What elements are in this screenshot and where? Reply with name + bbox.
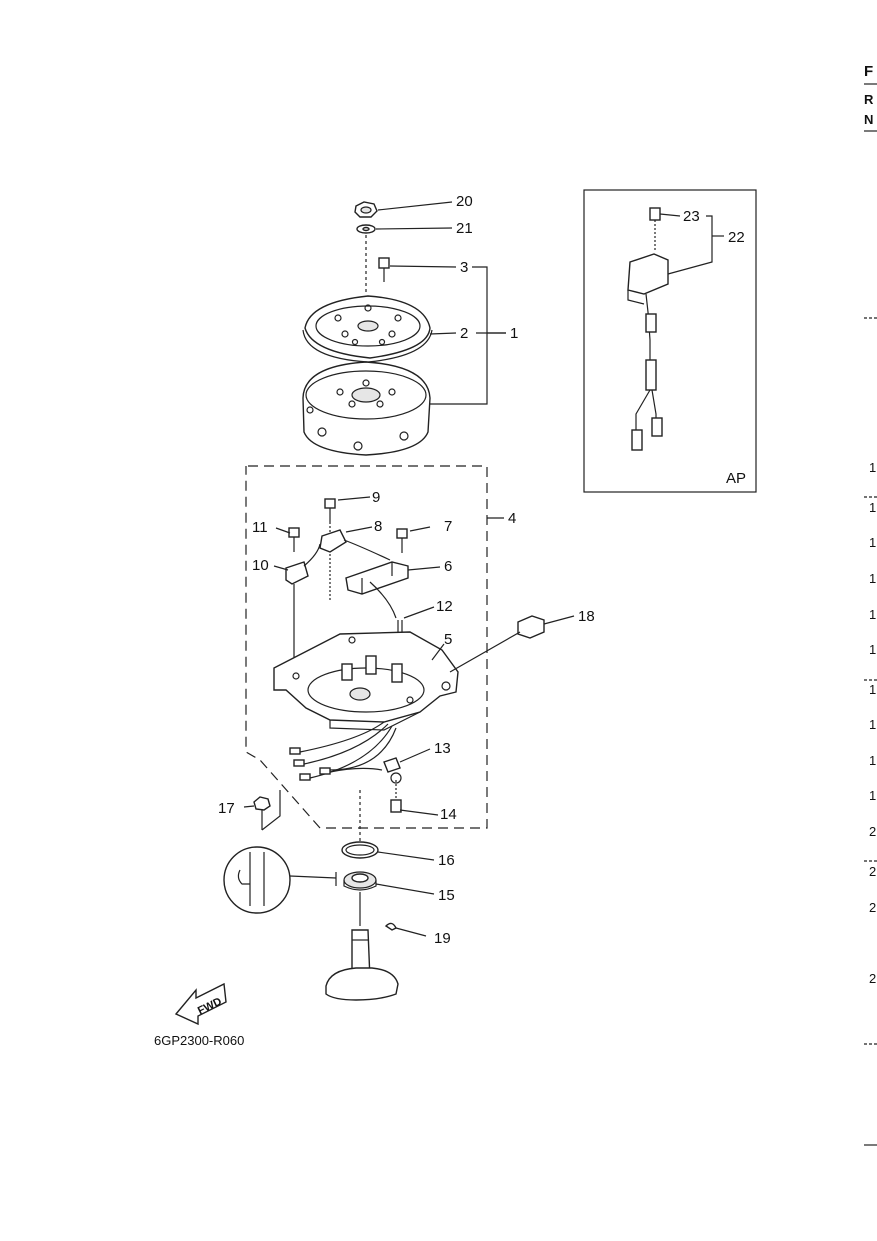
callout-13: 13 (434, 740, 451, 757)
wire-harness (289, 721, 402, 784)
callout-8: 8 (374, 518, 382, 535)
plain-washer (356, 224, 376, 234)
crank-shaft (325, 929, 399, 1001)
callout-21: 21 (456, 220, 473, 237)
edge-item: 2 (869, 900, 876, 915)
edge-item: 1 (869, 717, 876, 732)
callout-4: 4 (508, 510, 516, 527)
callout-1: 1 (510, 325, 518, 342)
callout-12: 12 (436, 598, 453, 615)
diagram-code: 6GP2300-R060 (154, 1033, 244, 1048)
page-edge-fragments: F R N 1 1 1 1 1 1 1 1 1 1 2 2 2 2 (864, 63, 877, 1146)
callout-5: 5 (444, 631, 452, 648)
edge-row1: R (864, 92, 874, 107)
bolt-7 (396, 528, 408, 553)
callout-15: 15 (438, 887, 455, 904)
seal-detail-view (223, 846, 337, 914)
starter-plate (302, 295, 433, 363)
bolt-3 (378, 257, 390, 282)
callout-2: 2 (460, 325, 468, 342)
inset-ap-label: AP (726, 470, 746, 487)
callout-14: 14 (440, 806, 457, 823)
callout-18: 18 (578, 608, 595, 625)
edge-item: 2 (869, 971, 876, 986)
pulser-coil (319, 529, 391, 561)
lighting-coil-clamp (285, 543, 321, 668)
inset-ap-box: AP (583, 189, 757, 493)
callout-7: 7 (444, 518, 452, 535)
screw-14 (390, 780, 402, 813)
edge-item: 2 (869, 864, 876, 879)
flywheel-nut (354, 201, 378, 218)
edge-title-fragment: F (864, 63, 873, 80)
o-ring (341, 841, 379, 859)
edge-item: 1 (869, 682, 876, 697)
woodruff-key (384, 922, 427, 937)
callout-23: 23 (683, 208, 700, 225)
edge-item: 1 (869, 500, 876, 515)
callout-20: 20 (456, 193, 473, 210)
fwd-arrow-icon: FWD (174, 982, 227, 1026)
flywheel-rotor (302, 361, 431, 456)
edge-item: 1 (869, 753, 876, 768)
charge-coil (345, 561, 409, 619)
callout-labels: 20 21 3 2 1 9 8 11 7 4 10 6 12 18 5 13 1… (218, 193, 745, 947)
part-18 (517, 615, 575, 639)
stator-group-boundary (245, 465, 488, 829)
edge-item: 1 (869, 607, 876, 622)
callout-19: 19 (434, 930, 451, 947)
callout-6: 6 (444, 558, 452, 575)
edge-item: 1 (869, 535, 876, 550)
edge-item: 1 (869, 788, 876, 803)
stator-base (273, 631, 459, 731)
edge-item: 1 (869, 571, 876, 586)
callout-11: 11 (252, 519, 268, 536)
bolt-11 (288, 527, 300, 552)
callout-22: 22 (728, 229, 745, 246)
edge-item: 1 (869, 642, 876, 657)
edge-row2: N (864, 112, 873, 127)
callout-3: 3 (460, 259, 468, 276)
callout-10: 10 (252, 557, 269, 574)
callout-9: 9 (372, 489, 380, 506)
oil-seal (343, 871, 377, 891)
edge-item: 1 (869, 460, 876, 475)
callout-16: 16 (438, 852, 455, 869)
bolt-17 (253, 790, 281, 831)
edge-item: 2 (869, 824, 876, 839)
callout-17: 17 (218, 800, 235, 817)
